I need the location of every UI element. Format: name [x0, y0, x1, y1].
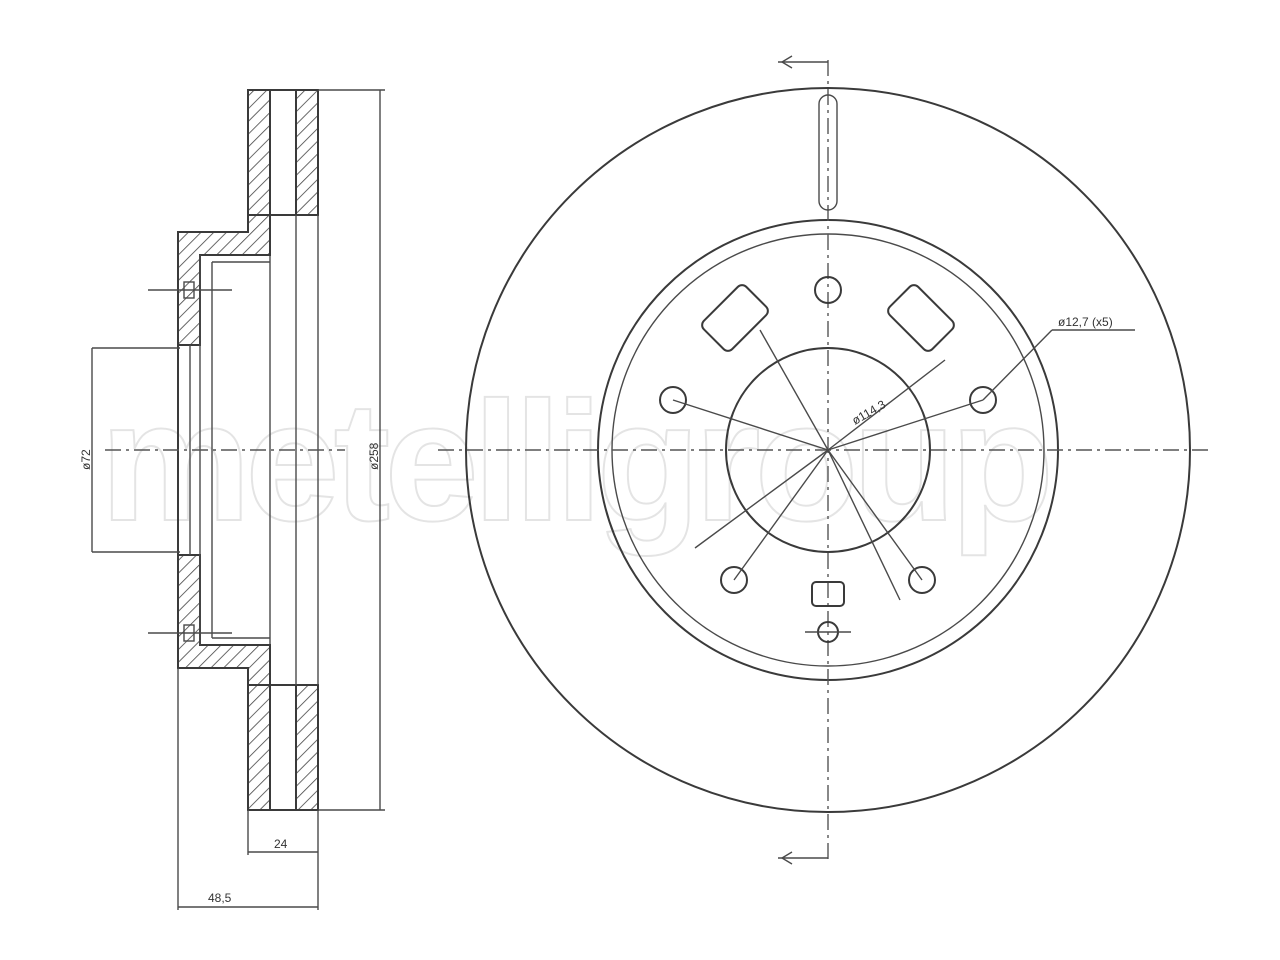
disc-outer-edge [465, 87, 1191, 813]
friction-ring-bottom-inner [295, 684, 319, 811]
front-view: ø114,3 ø12,7 (x5) [438, 55, 1212, 865]
centre-bore [725, 347, 931, 553]
bolt-holes [659, 276, 997, 594]
bolt-hole-label: ø12,7 (x5) [1058, 315, 1113, 329]
hub-hat-bottom [177, 554, 271, 686]
side-section-view: ø72 ø258 24 48,5 [79, 89, 385, 910]
bore-diameter-label: ø72 [79, 449, 93, 470]
hub-hat-top [177, 214, 271, 346]
watermark-logo: metelligroup [100, 367, 1048, 557]
friction-ring-top-inner [295, 89, 319, 216]
outer-diameter-label: ø258 [367, 442, 381, 470]
total-height-label: 48,5 [208, 891, 232, 905]
friction-ring-top-outer [247, 89, 271, 216]
friction-ring-bottom-outer [247, 684, 271, 811]
disc-thickness-label: 24 [274, 837, 288, 851]
